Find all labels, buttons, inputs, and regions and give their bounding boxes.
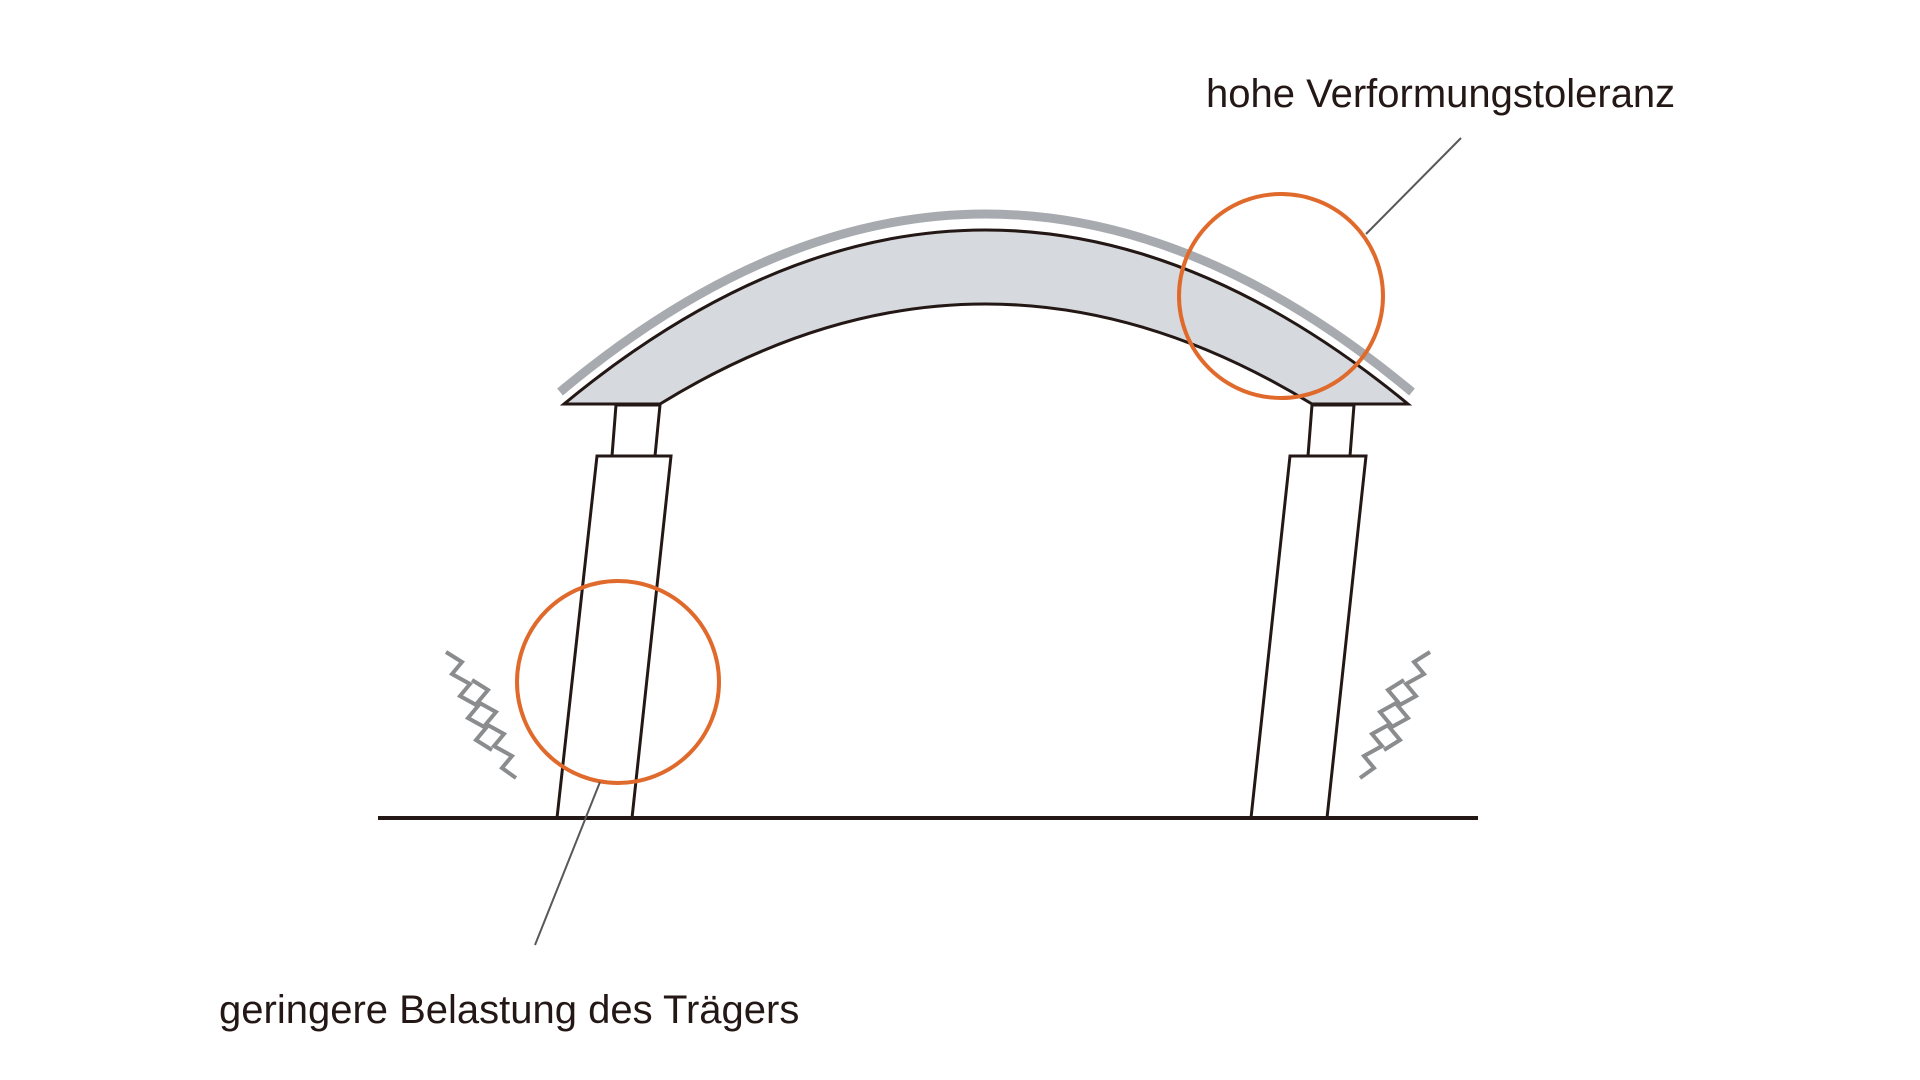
lower-load-label: geringere Belastung des Trägers: [219, 988, 800, 1032]
deformation-highlight-circle: [1177, 192, 1385, 400]
left-column: [555, 454, 673, 820]
vibration-left-icon: [444, 650, 518, 780]
right-connector: [1306, 403, 1356, 458]
vibration-right-icon: [1358, 650, 1432, 780]
leader-line-bottom: [534, 781, 601, 946]
column-highlight-circle: [515, 579, 721, 785]
roof-membrane: [557, 209, 1415, 396]
deformation-tolerance-label: hohe Verformungstoleranz: [1206, 72, 1676, 116]
leader-line-top: [1365, 137, 1462, 235]
left-connector: [610, 403, 662, 458]
arch-beam: [559, 228, 1413, 406]
right-column: [1249, 454, 1368, 820]
